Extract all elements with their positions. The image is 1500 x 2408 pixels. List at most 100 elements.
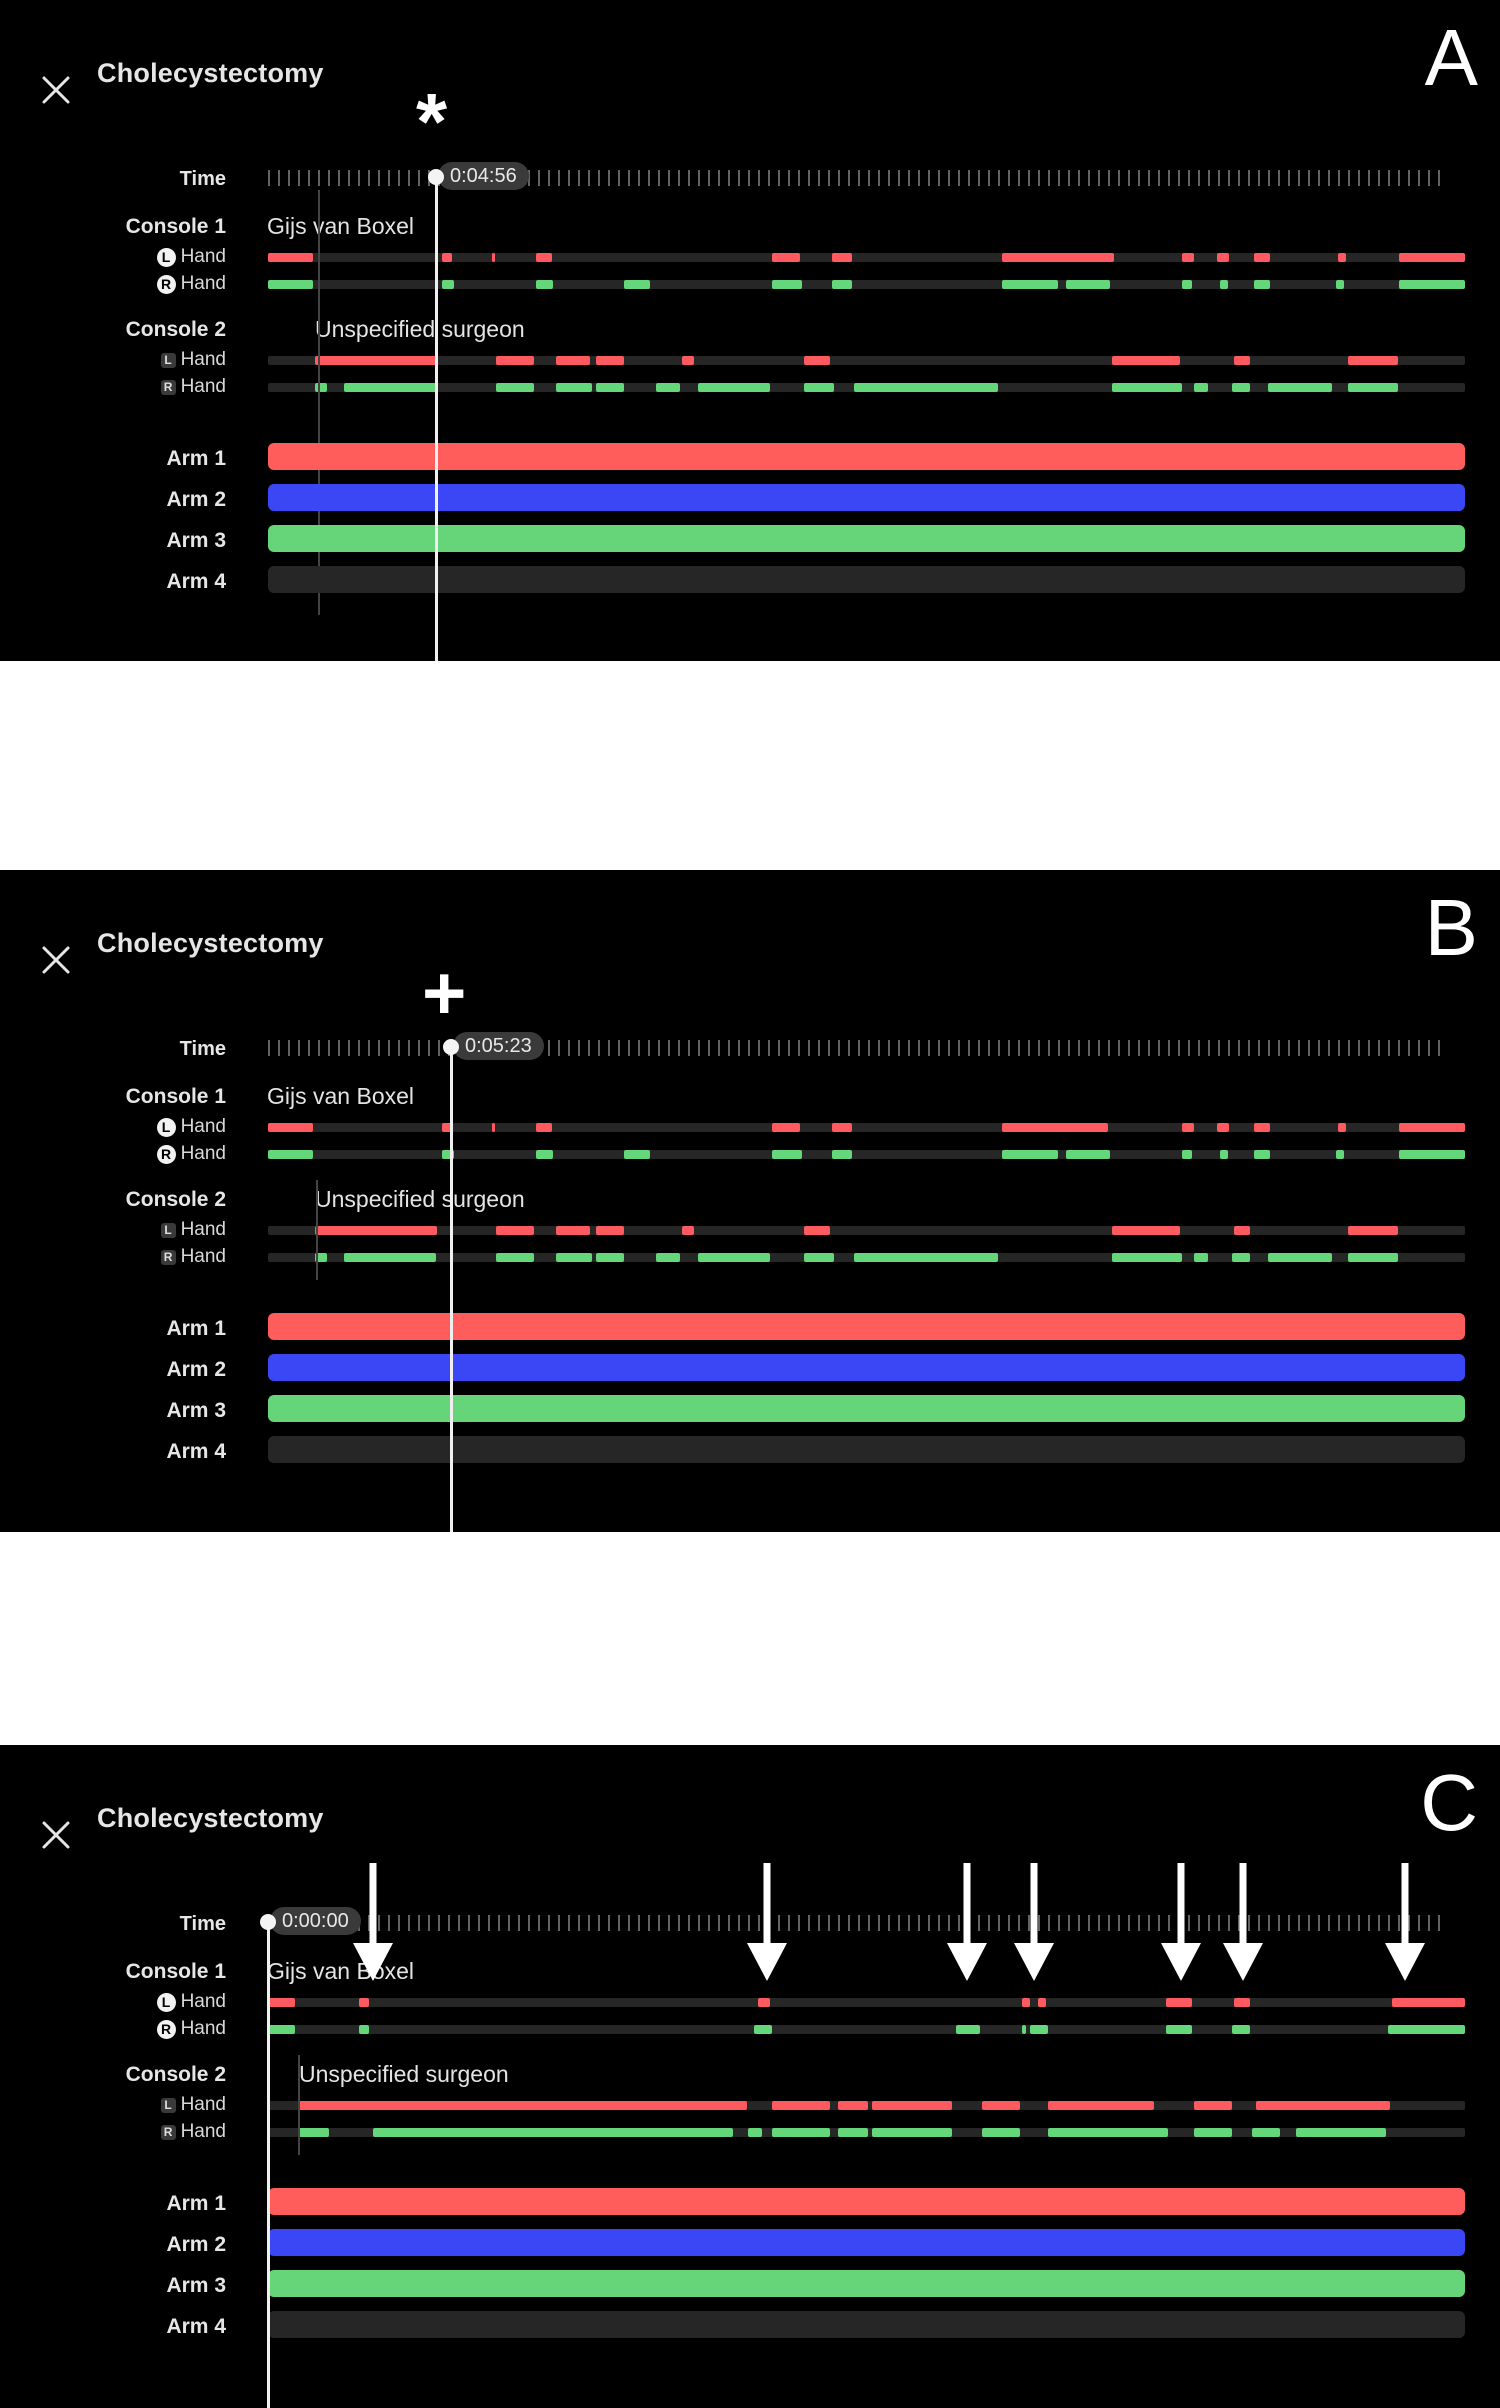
arm1-label: Arm 1 — [166, 2192, 226, 2215]
arm2-bar[interactable] — [268, 2229, 1465, 2256]
playhead-knob[interactable] — [443, 1039, 459, 1055]
console2-left-hand-track[interactable] — [268, 1226, 1465, 1235]
console1-left-hand-track[interactable] — [268, 1998, 1465, 2007]
arm1-bar[interactable] — [268, 443, 1465, 470]
time-ruler[interactable] — [268, 1040, 1448, 1056]
playhead-line[interactable] — [450, 1048, 453, 1532]
right-hand-badge: R — [156, 1144, 176, 1164]
hand-text: Hand — [180, 1143, 226, 1164]
activity-segment — [268, 253, 313, 262]
console2-surgeon: Unspecified surgeon — [315, 316, 525, 342]
activity-segment — [772, 2128, 830, 2137]
hand-text: Hand — [180, 349, 226, 370]
playhead-knob[interactable] — [260, 1914, 276, 1930]
arm4-bar[interactable] — [268, 566, 1465, 593]
down-arrow-icon — [747, 1863, 787, 1981]
activity-segment — [682, 356, 694, 365]
hand-text: Hand — [180, 1991, 226, 2012]
time-label: Time — [179, 1038, 226, 1060]
activity-segment — [1220, 1150, 1228, 1159]
hand-text: Hand — [180, 1219, 226, 1240]
activity-segment — [1232, 1253, 1250, 1262]
console2-left-hand-track[interactable] — [268, 356, 1465, 365]
activity-segment — [596, 1226, 624, 1235]
time-label: Time — [179, 1913, 226, 1935]
activity-segment — [596, 1253, 624, 1262]
activity-segment — [344, 383, 436, 392]
activity-segment — [832, 253, 852, 262]
console1-surgeon: Gijs van Boxel — [267, 1083, 415, 1109]
activity-segment — [315, 356, 437, 365]
activity-segment — [299, 2128, 329, 2137]
down-arrow-icon — [1385, 1863, 1425, 1981]
activity-segment — [492, 1123, 495, 1132]
hand-text: Hand — [180, 2018, 226, 2039]
activity-segment — [754, 2025, 772, 2034]
activity-segment — [1194, 2128, 1232, 2137]
arm3-bar[interactable] — [268, 1395, 1465, 1422]
close-button[interactable] — [38, 942, 74, 978]
playhead-line[interactable] — [267, 1923, 270, 2408]
activity-segment — [268, 2025, 295, 2034]
activity-segment — [1399, 1123, 1465, 1132]
playhead-knob[interactable] — [428, 169, 444, 185]
activity-segment — [1217, 253, 1229, 262]
arm4-label: Arm 4 — [166, 2315, 226, 2338]
activity-segment — [596, 383, 624, 392]
activity-segment — [1256, 2101, 1390, 2110]
console2-right-hand-track[interactable] — [268, 2128, 1465, 2137]
activity-segment — [1112, 1253, 1182, 1262]
time-ruler[interactable] — [268, 170, 1448, 186]
console1-right-hand-track[interactable] — [268, 280, 1465, 289]
time-ruler[interactable] — [268, 1915, 1448, 1931]
close-icon — [42, 1821, 70, 1849]
activity-segment — [1182, 1150, 1192, 1159]
playhead-line[interactable] — [435, 178, 438, 661]
arm4-bar[interactable] — [268, 2311, 1465, 2338]
activity-segment — [1002, 280, 1058, 289]
activity-segment — [373, 2128, 733, 2137]
activity-segment — [698, 383, 770, 392]
arm3-bar[interactable] — [268, 2270, 1465, 2297]
arm2-bar[interactable] — [268, 484, 1465, 511]
activity-segment — [1112, 383, 1182, 392]
activity-segment — [1002, 1150, 1058, 1159]
arm2-bar[interactable] — [268, 1354, 1465, 1381]
activity-segment — [1002, 253, 1114, 262]
activity-segment — [315, 1253, 327, 1262]
activity-segment — [1048, 2101, 1154, 2110]
right-hand-badge: R — [156, 274, 176, 294]
activity-segment — [1232, 2025, 1250, 2034]
console2-surgeon: Unspecified surgeon — [315, 1186, 525, 1212]
right-hand-badge: R — [160, 1249, 176, 1265]
console2-right-hand-track[interactable] — [268, 1253, 1465, 1262]
arm4-bar[interactable] — [268, 1436, 1465, 1463]
console1-left-hand-track[interactable] — [268, 253, 1465, 262]
time-label: Time — [179, 168, 226, 190]
hand-text: Hand — [180, 2121, 226, 2142]
arm3-bar[interactable] — [268, 525, 1465, 552]
console1-right-hand-track[interactable] — [268, 1150, 1465, 1159]
arm1-bar[interactable] — [268, 1313, 1465, 1340]
console2-left-hand-track[interactable] — [268, 2101, 1465, 2110]
activity-segment — [758, 1998, 770, 2007]
activity-segment — [1112, 356, 1180, 365]
activity-segment — [1194, 1253, 1208, 1262]
activity-segment — [536, 280, 553, 289]
close-button[interactable] — [38, 72, 74, 108]
console2-right-hand-track[interactable] — [268, 383, 1465, 392]
arm1-bar[interactable] — [268, 2188, 1465, 2215]
arm1-label: Arm 1 — [166, 1317, 226, 1340]
activity-segment — [1166, 2025, 1192, 2034]
console1-right-hand-track[interactable] — [268, 2025, 1465, 2034]
close-button[interactable] — [38, 1817, 74, 1853]
activity-segment — [442, 280, 454, 289]
console1-left-hand-track[interactable] — [268, 1123, 1465, 1132]
activity-segment — [772, 2101, 830, 2110]
